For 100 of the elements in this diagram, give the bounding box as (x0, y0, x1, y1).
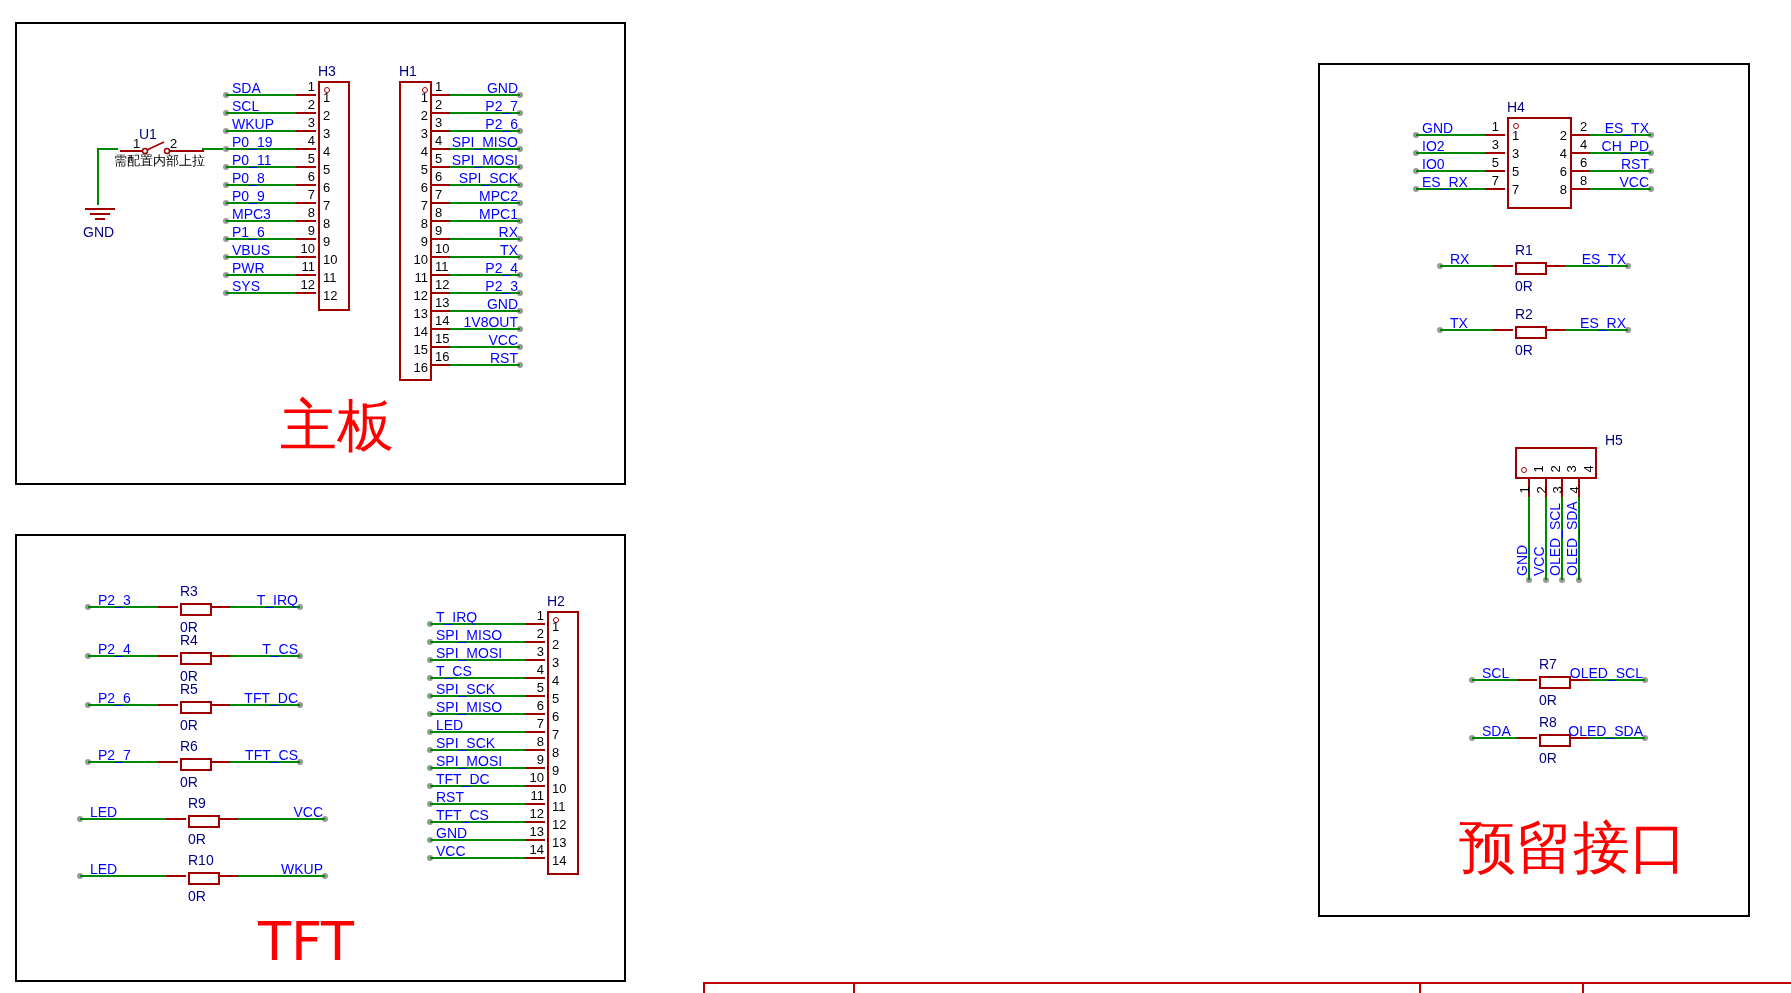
wire (1471, 679, 1538, 681)
pin-number: 4 (323, 145, 331, 158)
pin-number: 2 (323, 109, 331, 122)
pin-number: 2 (1534, 486, 1548, 494)
wire (225, 256, 317, 258)
pin-number: 6 (1559, 165, 1567, 178)
pin-number: 8 (552, 746, 560, 759)
pin-number: 6 (307, 170, 315, 183)
net-label: P0_8 (232, 171, 265, 185)
pin-number: 6 (536, 699, 544, 712)
pin-number: 1 (536, 609, 544, 622)
pin-number: 13 (529, 825, 544, 838)
designator: R10 (188, 853, 214, 867)
net-label: OLED_SDA (1568, 724, 1643, 738)
pin-number: 1 (420, 91, 428, 104)
wire (225, 238, 317, 240)
net-label: RST (436, 790, 464, 804)
wire (225, 184, 317, 186)
pin-number: 5 (1512, 165, 1520, 178)
pin-number: 1 (307, 80, 315, 93)
net-label: MPC3 (232, 207, 271, 221)
net-label: SPI_MOSI (436, 646, 503, 660)
net-label: SCL (1482, 666, 1510, 680)
net-label: P2_7 (98, 748, 131, 762)
wire (1545, 476, 1547, 581)
net-label: RST (1621, 157, 1649, 171)
pin-number: 2 (552, 638, 560, 651)
net-label: VCC (488, 333, 518, 347)
wire (1578, 476, 1580, 581)
pin-number: 8 (1580, 174, 1588, 187)
net-label: VCC (436, 844, 466, 858)
wire (429, 641, 546, 643)
pin-number: 2 (1580, 120, 1588, 133)
wire (429, 785, 546, 787)
pin-number: 11 (301, 260, 315, 273)
pin-number: 9 (323, 235, 331, 248)
pin-number: 4 (307, 134, 315, 147)
pin-number: 10 (413, 253, 428, 266)
wire (225, 130, 317, 132)
net-label: LED (90, 805, 118, 819)
wire (429, 839, 546, 841)
net-label: SPI_MISO (451, 135, 518, 149)
wire (79, 818, 187, 820)
pin-number: 7 (323, 199, 331, 212)
wire (1561, 476, 1563, 581)
net-label: OLED_SCL (1569, 666, 1643, 680)
pin-number: 12 (413, 289, 428, 302)
wire (209, 761, 301, 763)
pin-number: 3 (1491, 138, 1499, 151)
pin-number: 3 (1550, 486, 1564, 494)
net-label: SCL (232, 99, 260, 113)
pin-number: 11 (435, 260, 449, 273)
pin-number: 9 (307, 224, 315, 237)
net-label: SPI_MISO (436, 628, 503, 642)
pin-number: 9 (420, 235, 428, 248)
net-label: P2_6 (98, 691, 131, 705)
pin-number: 7 (1512, 183, 1520, 196)
designator: R5 (180, 682, 198, 696)
pin-number: 12 (300, 278, 315, 291)
wire (429, 731, 546, 733)
net-label: RX (1450, 252, 1470, 266)
net-label: SDA (232, 81, 261, 95)
pin-number: 12 (552, 818, 567, 831)
wire (429, 94, 521, 96)
pin-number: 5 (307, 152, 315, 165)
panel-title: 预留接口 (1459, 818, 1687, 876)
designator: R8 (1539, 715, 1557, 729)
wire (429, 238, 521, 240)
pin-number: 6 (552, 710, 560, 723)
net-label: IO2 (1422, 139, 1445, 153)
wire (429, 695, 546, 697)
net-label: P0_11 (232, 153, 272, 167)
pin-number: 8 (536, 735, 544, 748)
wire (1569, 152, 1652, 154)
pin-number: 4 (1567, 486, 1581, 494)
wire (429, 767, 546, 769)
pin-number: 2 (435, 98, 443, 111)
panel (15, 534, 626, 982)
pin-number: 3 (420, 127, 428, 140)
pin-number: 4 (1559, 147, 1567, 160)
designator: H4 (1507, 100, 1525, 114)
wire (429, 821, 546, 823)
pin-number: 4 (536, 663, 544, 676)
wire (225, 112, 317, 114)
pin-number: 14 (435, 314, 450, 327)
pin-number: 10 (552, 782, 567, 795)
net-label: P0_19 (232, 135, 273, 149)
component-value: 0R (1515, 343, 1533, 357)
component-value: 0R (180, 620, 198, 634)
component-value: 0R (1515, 279, 1533, 293)
wire (217, 818, 326, 820)
component-value: 0R (180, 669, 198, 683)
net-label: VCC (1619, 175, 1649, 189)
designator: R3 (180, 584, 198, 598)
component-value: 0R (188, 832, 206, 846)
pin-number: 13 (435, 296, 450, 309)
pin-number: 15 (413, 343, 428, 356)
wire (1415, 188, 1506, 190)
connector (1507, 100, 1572, 209)
wire (225, 202, 317, 204)
